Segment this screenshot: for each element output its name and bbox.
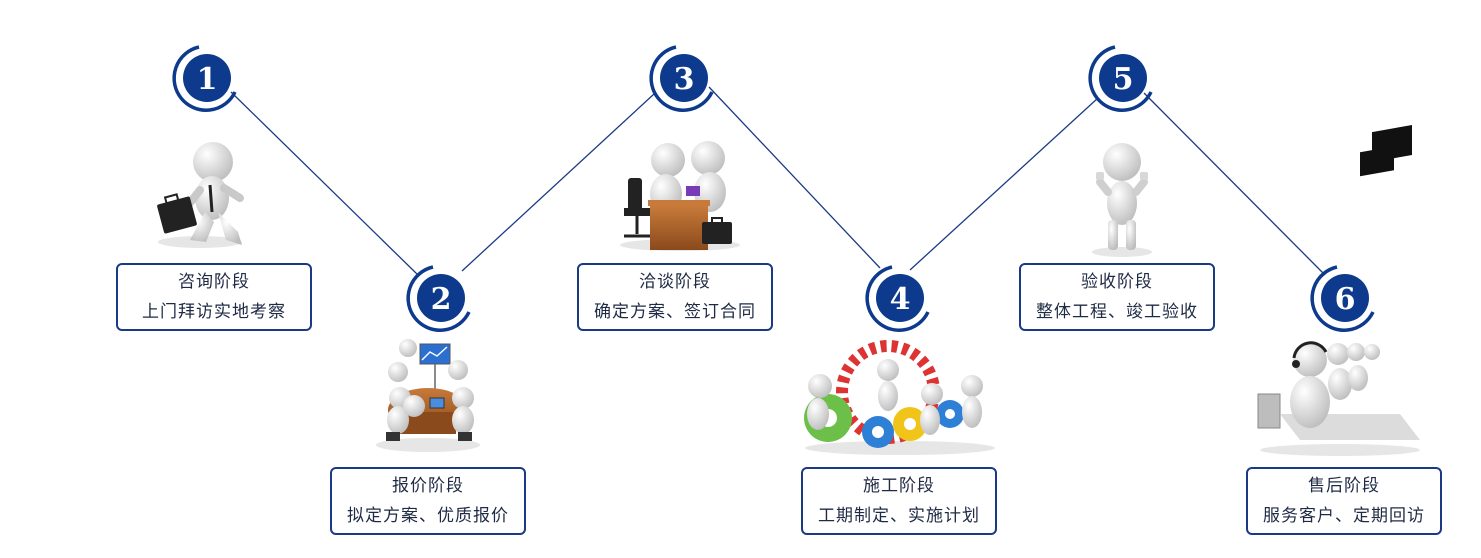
connector-5-6 [1143,92,1326,276]
step-description: 服务客户、定期回访 [1263,506,1425,526]
step-box-construction: 施工阶段 工期制定、实施计划 [801,467,997,535]
badge-number: 4 [890,282,911,317]
step-title: 洽谈阶段 [639,272,711,292]
badge-number: 1 [197,62,218,97]
step-description: 整体工程、竣工验收 [1036,302,1198,322]
call-center-headset-icon [1257,125,1420,456]
team-meeting-table-icon [376,339,480,452]
badge-ring-arc [406,265,471,332]
badge-circle [1099,54,1147,102]
step-title: 报价阶段 [392,476,464,496]
step-title: 售后阶段 [1308,476,1380,496]
step-title: 咨询阶段 [178,272,250,292]
badge-number: 2 [431,282,452,317]
badge-circle [183,54,231,102]
badge-ring-arc [649,45,714,112]
badge-circle [417,274,465,322]
badge-circle [1321,274,1369,322]
step-box-acceptance: 验收阶段 整体工程、竣工验收 [1019,263,1215,331]
step-description: 工期制定、实施计划 [818,506,980,526]
badge-ring-arc [865,265,930,332]
step-box-negotiation: 洽谈阶段 确定方案、签订合同 [577,263,773,331]
step-description: 拟定方案、优质报价 [347,506,509,526]
person-running-briefcase-icon [157,142,244,248]
connector-2-3 [461,93,655,272]
people-gears-icon [804,340,995,455]
step-badge-5: 5 [1088,45,1153,112]
badge-ring-arc [1088,45,1153,112]
step-badge-4: 4 [865,265,930,332]
step-badge-6: 6 [1310,265,1375,332]
badge-number: 3 [674,62,695,97]
badge-number: 6 [1335,282,1356,317]
connector-4-5 [909,97,1099,271]
step-description: 确定方案、签订合同 [594,302,756,322]
badge-circle [876,274,924,322]
step-title: 施工阶段 [863,476,935,496]
step-badge-2: 2 [406,265,471,332]
step-title: 验收阶段 [1081,272,1153,292]
badge-number: 5 [1113,62,1134,97]
step-badge-3: 3 [649,45,714,112]
handshake-desk-icon [620,141,740,251]
connector-1-2 [230,91,419,276]
step-box-quotation: 报价阶段 拟定方案、优质报价 [330,467,526,535]
step-badge-1: 1 [172,45,237,112]
step-description: 上门拜访实地考察 [142,302,286,322]
badge-ring-arc [172,45,237,112]
step-box-after-sales: 售后阶段 服务客户、定期回访 [1246,467,1442,535]
connector-lines [230,86,1326,276]
step-box-consultation: 咨询阶段 上门拜访实地考察 [116,263,312,331]
connector-3-4 [708,86,881,269]
thumbs-up-person-icon [1092,143,1152,257]
badge-ring-arc [1310,265,1375,332]
badge-circle [660,54,708,102]
